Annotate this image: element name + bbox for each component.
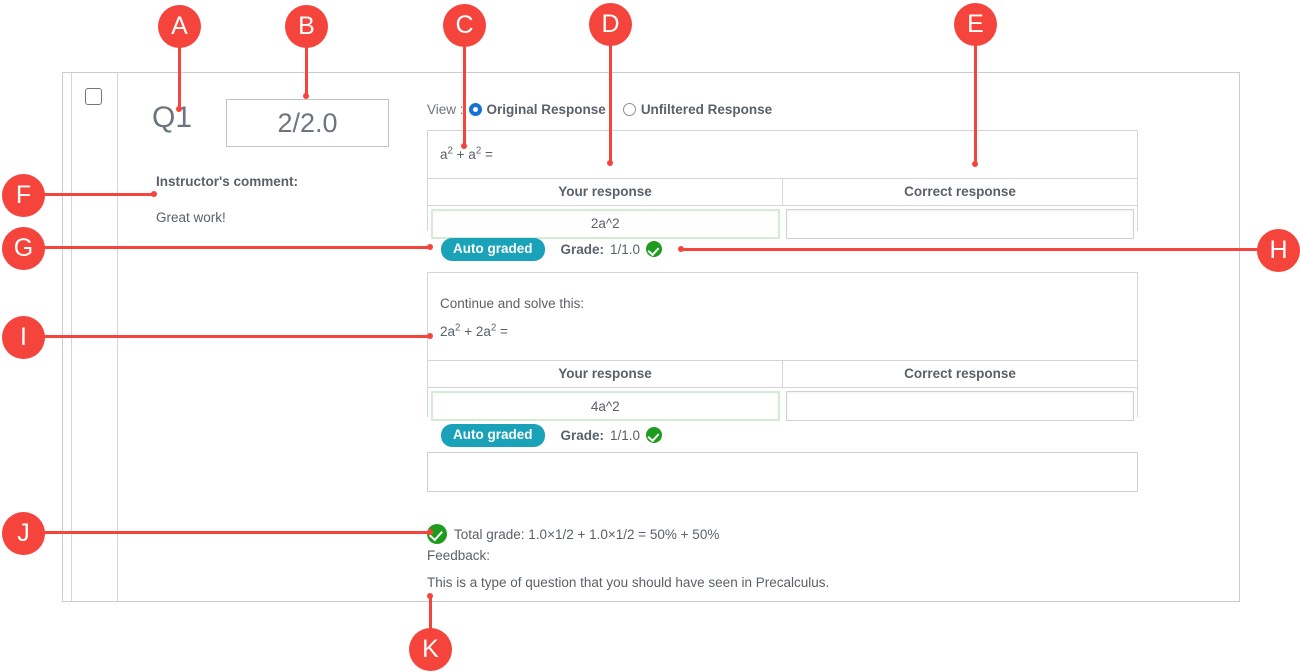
part-1-correct-response-header: Correct response xyxy=(904,183,1016,199)
annotation-d-leader xyxy=(609,40,612,164)
annotation-a-leader xyxy=(178,40,181,110)
annotation-f-dot xyxy=(151,191,157,197)
part-2-correct-response-value xyxy=(785,391,1134,422)
view-toggle-row: View : Original Response Unfiltered Resp… xyxy=(427,102,784,117)
part-2-graded-row: Auto graded Grade: 1/1.0 xyxy=(441,424,663,447)
annotation-d-dot xyxy=(607,160,613,166)
part-2-response-body: 4a^2 xyxy=(428,388,1138,425)
part-1-grade-text: Grade: 1/1.0 xyxy=(560,241,663,258)
annotation-d: D xyxy=(589,3,632,46)
annotation-c: C xyxy=(443,4,486,47)
part-1-graded-row: Auto graded Grade: 1/1.0 xyxy=(441,238,663,261)
part-1-auto-graded-badge: Auto graded xyxy=(441,238,545,261)
annotation-b: B xyxy=(285,5,328,48)
total-grade-row: Total grade: 1.0×1/2 + 1.0×1/2 = 50% + 5… xyxy=(427,524,719,544)
part-2-your-response-cell: 4a^2 xyxy=(428,388,783,424)
annotation-b-dot xyxy=(303,93,309,99)
part-1-stem-math: a2 + a2 = xyxy=(440,145,493,162)
annotation-f: F xyxy=(2,174,45,217)
annotation-j-leader xyxy=(40,531,430,534)
question-label: Q1 xyxy=(152,101,193,134)
empty-response-box xyxy=(427,452,1138,492)
part-2-response-header: Your response Correct response xyxy=(428,360,1137,389)
annotation-c-dot xyxy=(461,143,467,149)
annotation-g: G xyxy=(2,227,45,270)
instructor-comment-text: Great work! xyxy=(156,210,226,225)
annotation-k-leader xyxy=(429,596,432,646)
part-2-your-response-value: 4a^2 xyxy=(431,391,780,422)
annotation-h-leader xyxy=(680,248,1278,251)
radio-unfiltered-response[interactable] xyxy=(622,103,636,116)
part-1-block: a2 + a2 = Your response Correct response… xyxy=(427,130,1138,242)
instructor-comment-label: Instructor's comment: xyxy=(156,174,298,189)
radio-original-response-label[interactable]: Original Response xyxy=(486,102,606,117)
check-circle-icon xyxy=(646,241,663,258)
annotation-b-leader xyxy=(305,40,308,97)
annotation-a-dot xyxy=(176,106,182,112)
part-2-stem-math: 2a2 + 2a2 = xyxy=(440,322,508,339)
annotation-e-leader xyxy=(974,40,977,165)
annotation-k: K xyxy=(409,628,452,671)
annotation-e: E xyxy=(954,3,997,46)
total-grade-text: Total grade: 1.0×1/2 + 1.0×1/2 = 50% + 5… xyxy=(454,526,720,542)
part-1-stem: a2 + a2 = xyxy=(428,131,1137,178)
annotation-g-leader xyxy=(40,246,430,249)
part-2-block: Continue and solve this: 2a2 + 2a2 = You… xyxy=(427,272,1138,425)
annotation-k-dot xyxy=(427,593,433,599)
annotation-i-dot xyxy=(427,333,433,339)
part-2-correct-response-header: Correct response xyxy=(904,366,1016,382)
part-2-stem-line1: Continue and solve this: xyxy=(440,296,585,311)
part-1-response-header: Your response Correct response xyxy=(428,177,1137,206)
view-label: View : xyxy=(427,102,464,117)
part-1-grade-value: 1/1.0 xyxy=(610,241,641,257)
annotation-c-leader xyxy=(463,40,466,147)
radio-original-response[interactable] xyxy=(468,103,482,116)
part-1-grade-label: Grade: xyxy=(560,241,605,257)
annotation-i-leader xyxy=(40,335,430,338)
annotation-g-dot xyxy=(427,244,433,250)
part-2-correct-response-cell xyxy=(783,388,1138,424)
part-2-grade-text: Grade: 1/1.0 xyxy=(560,427,663,444)
part-1-correct-response-value xyxy=(785,208,1134,239)
question-select-checkbox[interactable] xyxy=(85,88,102,105)
part-1-correct-response-cell xyxy=(783,206,1138,242)
feedback-text: This is a type of question that you shou… xyxy=(427,575,830,590)
part-1-response-body: 2a^2 xyxy=(428,205,1138,242)
part-1-your-response-cell: 2a^2 xyxy=(428,206,783,242)
part-2-grade-label: Grade: xyxy=(560,427,605,443)
part-2-grade-value: 1/1.0 xyxy=(610,427,641,443)
radio-unfiltered-response-label[interactable]: Unfiltered Response xyxy=(640,102,773,117)
feedback-label: Feedback: xyxy=(427,548,491,563)
annotation-j-dot xyxy=(427,529,433,535)
part-2-auto-graded-badge: Auto graded xyxy=(441,424,545,447)
part-1-your-response-header: Your response xyxy=(428,178,783,205)
check-circle-icon xyxy=(646,427,663,444)
annotation-j: J xyxy=(2,512,45,555)
part-1-your-response-value: 2a^2 xyxy=(431,208,780,239)
question-grade-box: 2/2.0 xyxy=(226,99,389,147)
part-2-stem: Continue and solve this: 2a2 + 2a2 = xyxy=(428,273,1137,360)
annotation-e-dot xyxy=(972,161,978,167)
part-2-your-response-header: Your response xyxy=(428,361,783,388)
annotation-f-leader xyxy=(40,193,154,196)
annotation-h-dot xyxy=(678,246,684,252)
annotation-h: H xyxy=(1257,229,1300,272)
annotation-a: A xyxy=(158,5,201,48)
annotation-i: I xyxy=(2,316,45,359)
